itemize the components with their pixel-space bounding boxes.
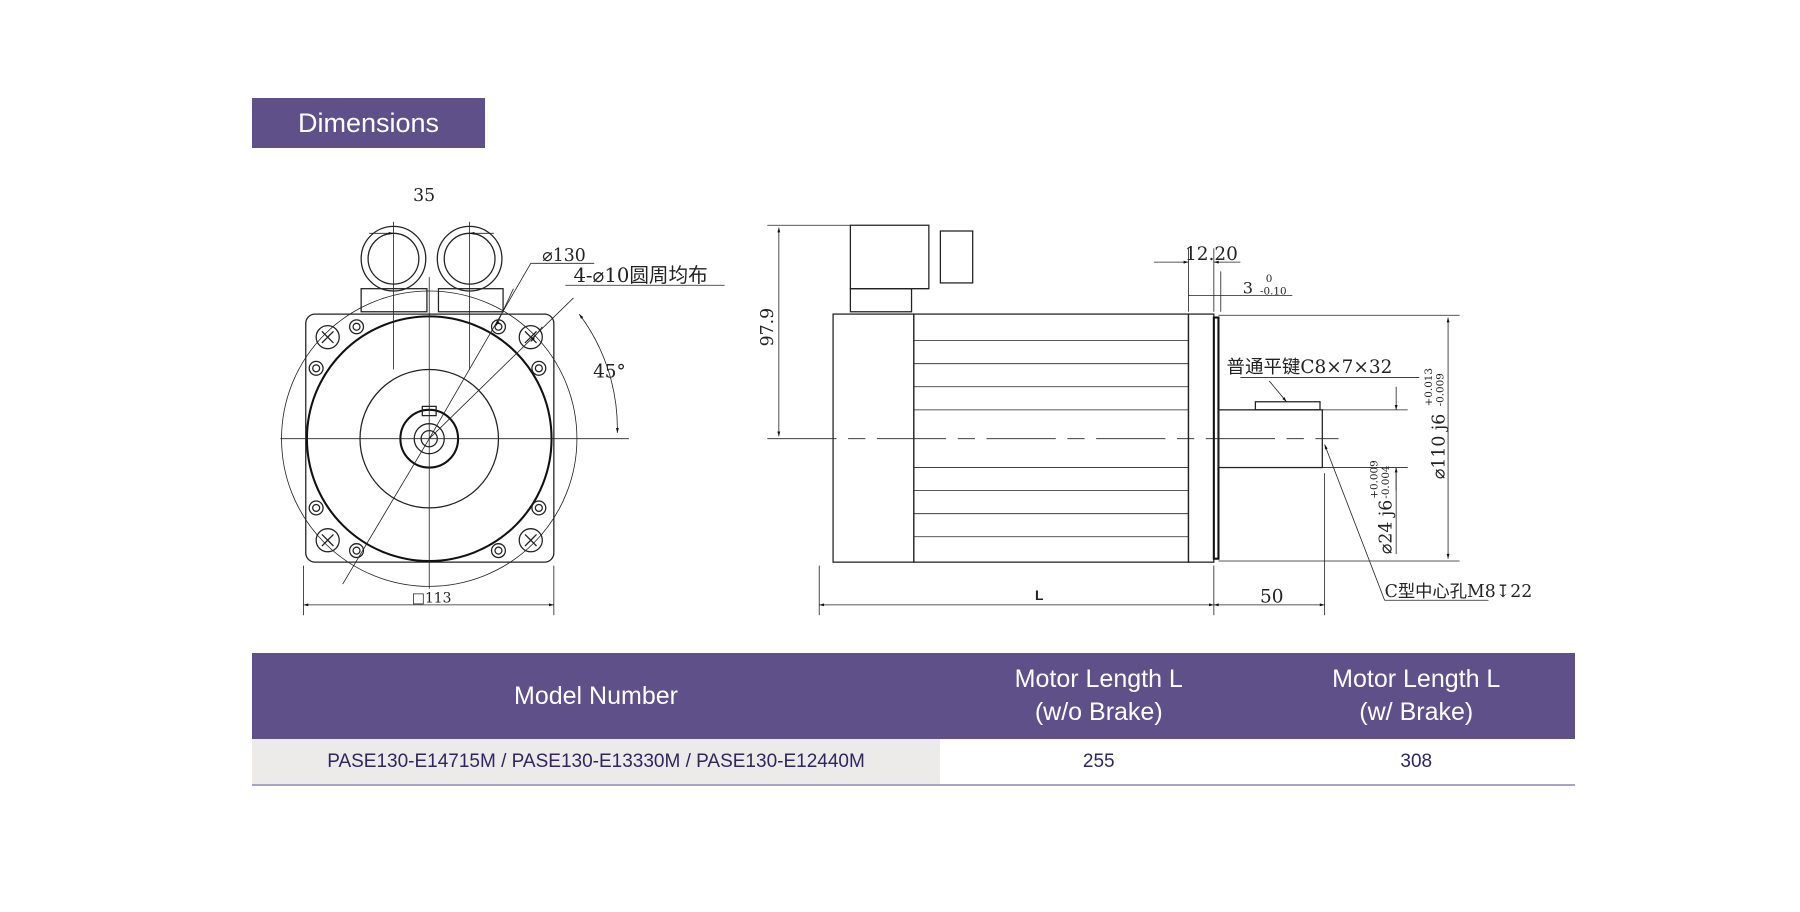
mounting-holes-label: 4-⌀10圆周均布: [573, 264, 707, 287]
length-brake-cell: 308: [1257, 739, 1575, 786]
square-size-label: □113: [412, 591, 451, 607]
header-length-no-brake: Motor Length L (w/o Brake): [940, 653, 1258, 739]
header-label: Model Number: [514, 681, 678, 710]
header-sublabel: (w/o Brake): [1034, 698, 1163, 726]
shaft-tol-lower: -0.004: [1380, 465, 1392, 499]
header-sublabel: (w/ Brake): [1359, 698, 1474, 726]
length-label: L: [1035, 587, 1044, 603]
connector-spacing-label: 35: [413, 186, 435, 206]
connector-height-label: 97.9: [758, 308, 778, 347]
table-header-row: Model Number Motor Length L (w/o Brake) M…: [252, 653, 1575, 739]
motor-length-table: Model Number Motor Length L (w/o Brake) M…: [252, 653, 1575, 786]
shaft-tol-upper: +0.009: [1369, 460, 1381, 498]
shaft-diameter-label: ⌀24 j6: [1377, 500, 1397, 554]
section-title: Dimensions: [252, 98, 485, 148]
spigot-diameter-label: ⌀110 j6: [1430, 414, 1450, 479]
header-label: Motor Length L: [1332, 665, 1501, 693]
spigot-dia-tol-upper: +0.013: [1423, 368, 1435, 406]
length-no-brake-cell: 255: [940, 739, 1258, 786]
model-number-cell: PASE130-E14715M / PASE130-E13330M / PASE…: [252, 739, 940, 786]
spigot-tol-lower: -0.10: [1260, 285, 1287, 297]
shaft-length-label: 50: [1260, 587, 1283, 608]
key-label: 普通平键C8×7×32: [1227, 357, 1393, 378]
side-view: 97.9 12.20 3 0 -0.10 ⌀110 j6 +0.013 -0.0…: [758, 224, 1533, 616]
hole-angle-label: 45°: [593, 362, 626, 383]
header-length-brake: Motor Length L (w/ Brake): [1257, 653, 1575, 739]
header-model-number: Model Number: [252, 653, 940, 739]
spigot-depth-label: 3: [1243, 278, 1253, 297]
front-view: 35 ⌀130 4-⌀10圆周均布 45° □113: [280, 186, 725, 616]
spigot-dia-tol-lower: -0.009: [1434, 373, 1446, 406]
table-row: PASE130-E14715M / PASE130-E13330M / PASE…: [252, 739, 1575, 786]
center-hole-label: C型中心孔M8↧22: [1385, 582, 1533, 602]
spigot-tol-upper: 0: [1266, 273, 1273, 285]
flange-thickness-label: 12.20: [1185, 244, 1238, 265]
header-label: Motor Length L: [1014, 665, 1183, 693]
flange-circle-label: ⌀130: [542, 246, 585, 266]
